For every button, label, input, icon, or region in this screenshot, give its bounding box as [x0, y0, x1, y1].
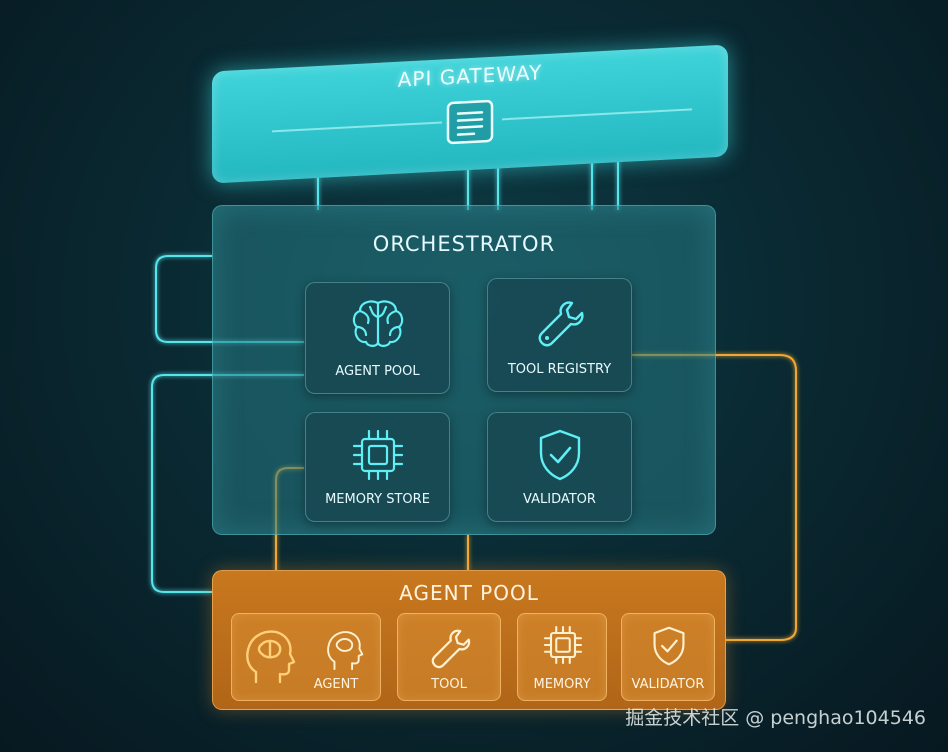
wrench-icon [431, 629, 471, 669]
agent-pool-card-memory: MEMORY [517, 613, 607, 701]
orchestrator-card-validator: VALIDATOR [487, 412, 632, 522]
gateway-decor-line-right [502, 108, 692, 121]
orchestrator-title: ORCHESTRATOR [372, 232, 556, 256]
agent-pool-card-label: TOOL [431, 677, 467, 692]
orchestrator-card-tool-registry: TOOL REGISTRY [487, 278, 632, 392]
agent-pool-card-agent: AGENT [231, 613, 381, 701]
brain-icon [352, 300, 403, 347]
orchestrator-card-agent-pool: AGENT POOL [305, 282, 450, 394]
orchestrator-card-memory-store: MEMORY STORE [305, 412, 450, 522]
orchestrator-card-label: MEMORY STORE [325, 492, 430, 507]
gateway-decor-line-left [272, 121, 442, 133]
agent-pool-card-tool: TOOL [397, 613, 501, 701]
agent-pool-card-label: AGENT [313, 677, 359, 692]
agent-pool-card-label: VALIDATOR [631, 677, 705, 692]
watermark-text: 掘金技术社区 @ penghao104546 [625, 707, 926, 729]
head-brain-icon [327, 631, 364, 671]
orchestrator-card-label: TOOL REGISTRY [507, 362, 612, 377]
head-brain-icon [246, 630, 296, 684]
agent-pool-title: AGENT POOL [399, 581, 539, 605]
agent-pool-panel: AGENT POOL AGENT TOOL [212, 570, 726, 710]
shield-check-icon [539, 429, 580, 481]
chip-icon [352, 429, 403, 481]
agent-pool-card-label: MEMORY [533, 677, 591, 692]
orchestrator-panel: ORCHESTRATOR AGENT POOL TOOL REGISTRY [212, 205, 716, 535]
shield-check-icon [653, 626, 685, 666]
document-list-icon [446, 99, 494, 145]
orchestrator-card-label: AGENT POOL [335, 364, 420, 379]
api-gateway-panel: API GATEWAY [212, 44, 728, 184]
orchestrator-card-label: VALIDATOR [523, 492, 596, 507]
wrench-icon [538, 301, 584, 347]
agent-pool-card-validator: VALIDATOR [621, 613, 715, 701]
chip-icon [543, 625, 583, 665]
